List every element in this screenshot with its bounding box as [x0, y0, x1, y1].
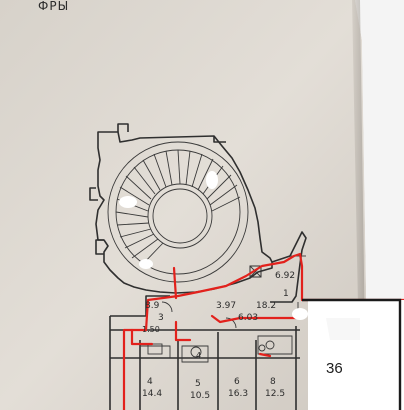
- header-fragment: ФРЫ: [38, 0, 69, 13]
- room-number: 6: [234, 377, 240, 387]
- room-number: 5: [195, 379, 201, 389]
- dimension-labels: 6.92 3.97 1.50 4: [142, 271, 295, 360]
- dimension-label: 6.92: [275, 271, 295, 281]
- dimension-label: 1.50: [142, 325, 160, 334]
- panel-label: 36: [326, 360, 343, 377]
- stair-treads: [115, 149, 241, 267]
- room-number: 3: [158, 313, 164, 323]
- dimension-label: 4: [196, 351, 201, 360]
- paper-page: [0, 0, 368, 410]
- room-number: 8: [270, 377, 276, 387]
- room-area: 8.9: [145, 301, 160, 311]
- white-mark: [292, 308, 308, 320]
- room-area: 16.3: [228, 389, 248, 399]
- dimension-label: 3.97: [216, 301, 236, 311]
- apartment-walls: [109, 295, 300, 410]
- room-area: 14.4: [142, 389, 162, 399]
- room-area: 12.5: [265, 389, 285, 399]
- stair-hall: [89, 123, 273, 294]
- room-area: 18.2: [256, 301, 276, 311]
- white-panel: [308, 300, 404, 410]
- room-area: 6.03: [238, 313, 258, 323]
- room-labels: 1 18.2 6.03 3 8.9 4 14.4 5 10.5 6 16.3 8…: [142, 289, 289, 401]
- room-number: 1: [283, 289, 289, 299]
- room-area: 10.5: [190, 391, 210, 401]
- white-mark: [119, 196, 137, 208]
- white-mark: [139, 259, 153, 269]
- room-number: 4: [147, 377, 153, 387]
- shaft-box: [249, 265, 262, 278]
- red-route: [122, 252, 404, 410]
- white-mark: [206, 171, 218, 189]
